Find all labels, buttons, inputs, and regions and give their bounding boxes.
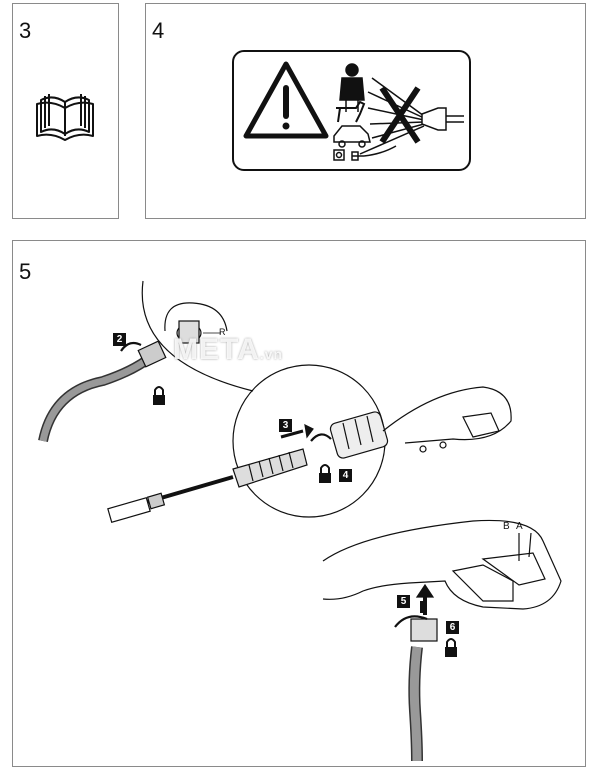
- warning-label-box: [232, 50, 471, 171]
- watermark-suffix: .vn: [259, 346, 283, 362]
- step-4-label: 4: [339, 469, 352, 482]
- panel-3-number: 3: [19, 18, 32, 43]
- step-2-label: 2: [113, 333, 126, 346]
- step-6-label: 6: [446, 621, 459, 634]
- assembly-diagram: [38, 280, 562, 762]
- watermark: META.vn: [173, 333, 283, 367]
- part-label-r: R: [219, 327, 226, 337]
- panel-5: 5: [12, 240, 586, 767]
- step-5-label: 5: [397, 595, 410, 608]
- step-3-label: 3: [279, 419, 292, 432]
- watermark-brand: META: [173, 333, 260, 366]
- panel-4-number: 4: [152, 18, 165, 43]
- panel-5-number: 5: [19, 259, 32, 284]
- part-label-a: A: [516, 521, 523, 532]
- water-jet-danger-icon: [333, 63, 464, 161]
- manual-book-icon: [36, 94, 94, 141]
- warning-triangle-icon: [243, 61, 329, 139]
- lock-icon: [153, 386, 457, 657]
- part-label-b: B: [503, 521, 510, 532]
- panel-3: 3: [12, 3, 119, 219]
- panel-4: 4: [145, 3, 586, 219]
